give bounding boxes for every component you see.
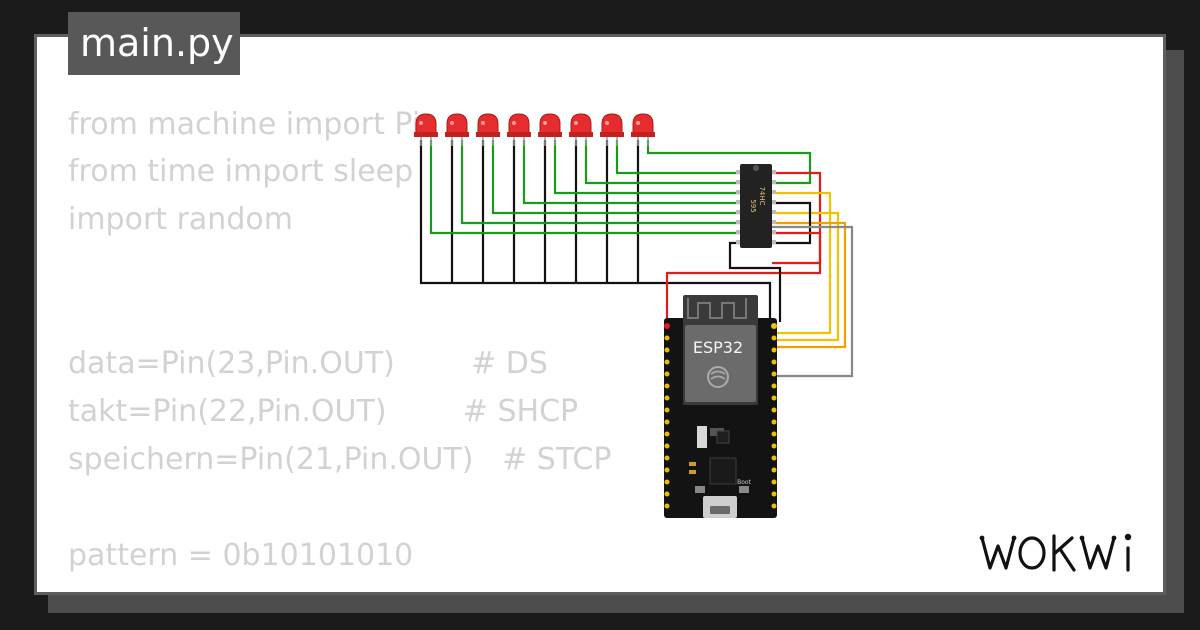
chip-board-wires — [665, 171, 854, 378]
code-line-7: pattern = 0b10101010 — [68, 538, 414, 573]
file-tab-main-py[interactable]: main.py — [68, 12, 240, 75]
led-5[interactable] — [538, 113, 562, 146]
code-line-4: data=Pin(23,Pin.OUT) # DS — [68, 346, 548, 381]
led-8[interactable] — [631, 113, 655, 146]
led-6[interactable] — [569, 113, 593, 146]
chip-label-1: 74HC — [758, 186, 766, 205]
esp32-board[interactable]: ESP32 Boot — [664, 295, 777, 518]
code-line-3: import random — [68, 202, 293, 237]
code-line-6: speichern=Pin(21,Pin.OUT) # STCP — [68, 442, 612, 477]
chip-label-2: 595 — [749, 199, 757, 212]
led-2[interactable] — [445, 113, 469, 146]
espressif-icon — [707, 366, 729, 388]
led-ground-wires — [419, 140, 772, 318]
led-signal-wires — [429, 140, 812, 235]
boot-label: Boot — [737, 479, 751, 486]
code-line-2: from time import sleep — [68, 154, 414, 189]
code-line-5: takt=Pin(22,Pin.OUT) # SHCP — [68, 394, 579, 429]
code-line-1: from machine import Pin — [68, 107, 440, 142]
wokwi-logo-icon[interactable] — [976, 528, 1148, 576]
project-card — [34, 34, 1166, 595]
led-4[interactable] — [507, 113, 531, 146]
led-3[interactable] — [476, 113, 500, 146]
board-label: ESP32 — [693, 338, 743, 357]
led-1[interactable] — [414, 113, 438, 146]
shift-register-chip[interactable]: 74HC 595 — [736, 164, 776, 248]
led-7[interactable] — [600, 113, 624, 146]
led-row — [414, 113, 655, 146]
